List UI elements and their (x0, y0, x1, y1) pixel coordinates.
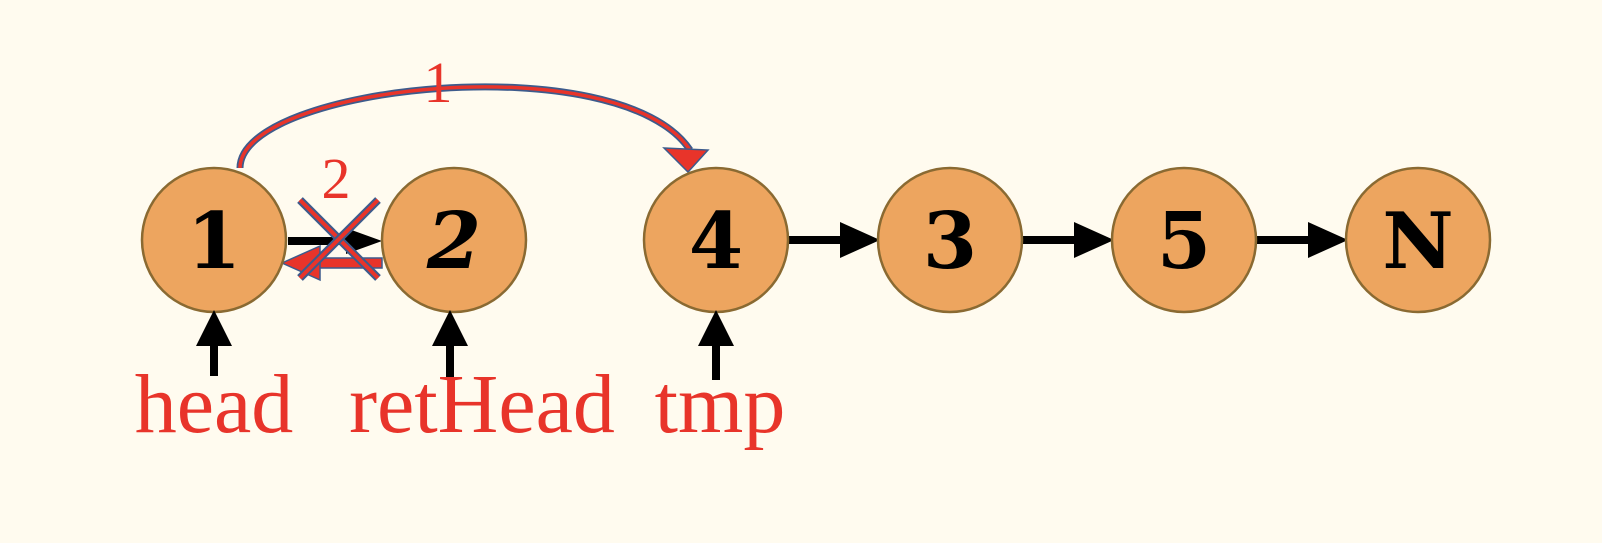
pointer-label-rethead: retHead (349, 358, 615, 451)
edge-n3-to-n5 (1022, 222, 1114, 258)
cross-out-mark (297, 197, 381, 281)
node-n: N (1344, 166, 1492, 314)
arrowhead (662, 147, 710, 174)
node-3: 3 (876, 166, 1024, 314)
node-1-label: 1 (187, 196, 241, 287)
step-1-label: 1 (424, 50, 453, 115)
node-5: 5 (1110, 166, 1258, 314)
node-5-label: 5 (1157, 196, 1211, 287)
node-2-label: 2 (426, 196, 481, 287)
pointer-label-head: head (135, 358, 294, 451)
pointer-arrow-head (196, 310, 232, 376)
node-2: 2 (380, 166, 528, 314)
node-1: 1 (140, 166, 288, 314)
pointer-label-tmp: tmp (655, 358, 786, 451)
node-4: 4 (642, 166, 790, 314)
node-4-label: 4 (689, 196, 743, 287)
node-3-label: 3 (923, 196, 977, 287)
pointer-arrow-tmp (698, 310, 734, 380)
pointer-arrow-rethead (432, 310, 468, 380)
edge-n4-to-n3 (788, 222, 880, 258)
edge-n5-to-nN (1256, 222, 1348, 258)
edge-n1-to-n4 (236, 83, 710, 174)
step-2-label: 2 (322, 146, 351, 211)
node-n-label: N (1382, 196, 1453, 287)
